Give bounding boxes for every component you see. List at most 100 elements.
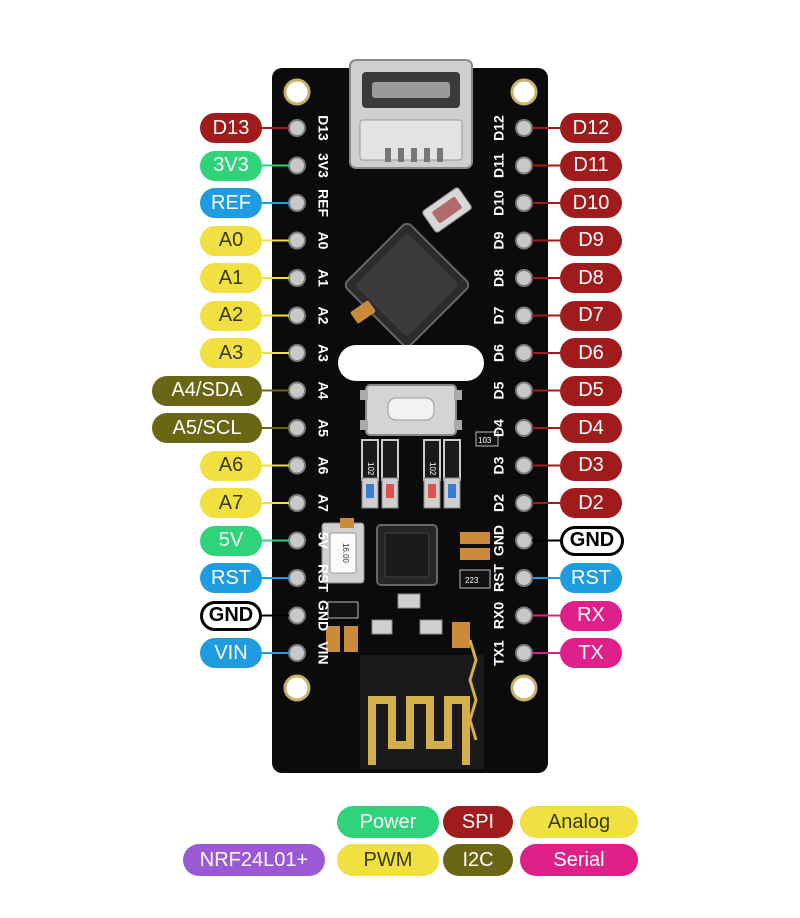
pin-tag-gnd: GND <box>560 525 624 556</box>
silk-label: D11 <box>491 153 507 178</box>
pin-tag-d12: D12 <box>560 113 622 143</box>
legend-i2c: I2C <box>443 844 513 876</box>
legend-spi: SPI <box>443 806 513 838</box>
mcu-chip <box>344 222 470 348</box>
pin-tag-d7: D7 <box>560 300 622 331</box>
silk-label: RST <box>491 564 507 592</box>
silk-label: A1 <box>315 269 331 287</box>
silk-label: A5 <box>315 419 331 437</box>
silk-label: RST <box>315 564 331 592</box>
pin-tag-d2: D2 <box>560 488 622 518</box>
pin-tag-a5-scl: A5/SCL <box>152 413 262 443</box>
silk-label: D3 <box>491 456 507 474</box>
leader-lines <box>262 127 560 654</box>
pin-hole <box>515 156 533 175</box>
pin-tag-d10: D10 <box>560 188 622 218</box>
pin-tag-d4: D4 <box>560 413 622 443</box>
silk-label: RX0 <box>491 602 507 629</box>
legend-power: Power <box>337 806 439 838</box>
pin-tag-d9: D9 <box>560 225 622 256</box>
pin-tag-rst: RST <box>200 563 262 593</box>
reset-button <box>360 384 462 436</box>
pin-hole <box>515 494 533 512</box>
silk-label: 5V <box>315 532 331 550</box>
pin-tag-rst: RST <box>560 563 622 593</box>
legend-pwm: PWM <box>337 844 439 876</box>
pin-hole <box>515 269 533 287</box>
pin-hole <box>515 606 533 625</box>
pin-tag-a6: A6 <box>200 450 262 481</box>
smd-components-right: 223 <box>452 532 491 648</box>
pin-hole <box>288 344 306 362</box>
silk-label: A0 <box>315 232 331 250</box>
pin-hole <box>515 531 533 550</box>
silk-label: D6 <box>491 344 507 362</box>
oscillator-component <box>422 187 472 233</box>
svg-text:16.00: 16.00 <box>341 543 350 564</box>
pin-hole <box>515 119 533 137</box>
capacitor <box>350 300 376 324</box>
pin-hole <box>288 156 306 175</box>
pin-tag-a1: A1 <box>200 263 262 293</box>
pin-hole <box>515 644 533 662</box>
pin-tag-d3: D3 <box>560 450 622 481</box>
svg-text:102: 102 <box>366 462 375 476</box>
pin-hole <box>515 381 533 400</box>
pin-hole <box>288 644 306 662</box>
silk-label: D12 <box>491 115 507 141</box>
pin-tag-a7: A7 <box>200 488 262 518</box>
pin-hole <box>515 344 533 362</box>
label-strip <box>338 345 484 381</box>
svg-text:103: 103 <box>478 436 492 445</box>
pin-tag-gnd: GND <box>200 600 262 631</box>
pin-hole <box>288 419 306 437</box>
silk-label: VIN <box>315 641 331 664</box>
silk-label: D5 <box>491 381 507 399</box>
pin-headers <box>288 119 533 662</box>
pin-tag-d8: D8 <box>560 263 622 293</box>
pin-hole <box>288 606 306 625</box>
pin-tag-rx: RX <box>560 600 622 631</box>
pin-hole <box>288 456 306 475</box>
mounting-hole <box>283 674 311 702</box>
pin-tag-d11: D11 <box>560 150 622 181</box>
usb-connector <box>349 59 473 169</box>
silk-label: D8 <box>491 269 507 287</box>
antenna-trace <box>360 639 484 769</box>
silk-label: A2 <box>315 307 331 325</box>
silk-label: A6 <box>315 457 331 475</box>
legend-serial: Serial <box>520 844 638 876</box>
pin-hole <box>515 419 533 437</box>
pin-tag-a0: A0 <box>200 225 262 256</box>
pin-tag-a3: A3 <box>200 338 262 368</box>
mounting-hole <box>510 78 538 106</box>
legend-nrf24l01: NRF24L01+ <box>183 844 325 876</box>
silk-label: A7 <box>315 494 331 512</box>
silk-label: A3 <box>315 344 331 362</box>
pin-tag-3v3: 3V3 <box>200 150 262 181</box>
smd-components-left <box>326 601 443 652</box>
pin-tag-ref: REF <box>200 188 262 218</box>
pin-hole <box>288 494 306 512</box>
pin-tag-d5: D5 <box>560 375 622 406</box>
radio-chip <box>376 524 438 609</box>
silkscreen-labels: D133V3REFA0A1A2A3A4A5A6A75VRSTGNDVIND12D… <box>315 115 506 666</box>
pin-hole <box>288 119 306 137</box>
pin-tag-5v: 5V <box>200 525 262 556</box>
silk-label: D4 <box>491 419 507 437</box>
pin-tag-d6: D6 <box>560 338 622 368</box>
resistor-led-group: 102 102 103 <box>361 431 499 509</box>
svg-text:223: 223 <box>465 576 479 585</box>
pin-hole <box>515 306 533 325</box>
pin-hole <box>288 306 306 325</box>
pin-tag-d13: D13 <box>200 113 262 143</box>
legend-analog: Analog <box>520 806 638 838</box>
pin-hole <box>288 569 306 587</box>
pin-hole <box>515 231 533 250</box>
silk-label: REF <box>315 189 331 217</box>
pin-tag-a2: A2 <box>200 300 262 331</box>
pin-hole <box>515 194 533 212</box>
svg-text:102: 102 <box>428 462 437 476</box>
